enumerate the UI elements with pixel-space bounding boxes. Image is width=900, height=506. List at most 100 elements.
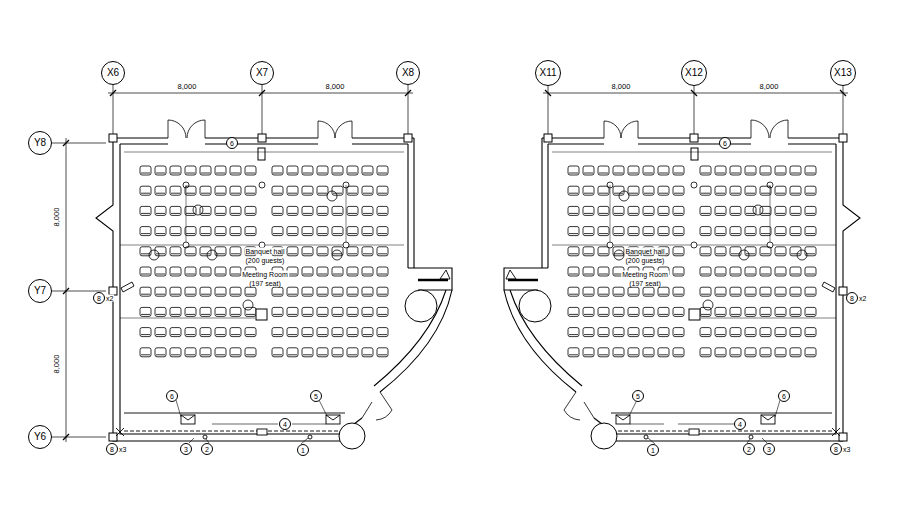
seat-edge bbox=[156, 173, 165, 174]
seat-edge bbox=[216, 233, 225, 234]
seat bbox=[155, 227, 166, 236]
seat-outline bbox=[170, 247, 181, 256]
podium bbox=[256, 309, 267, 320]
seat-outline bbox=[302, 328, 313, 337]
seat bbox=[287, 186, 298, 195]
seat-outline bbox=[317, 307, 328, 316]
seat-edge bbox=[216, 314, 225, 315]
seat-edge bbox=[231, 334, 240, 335]
callout-text: 1 bbox=[301, 447, 305, 454]
seat-edge bbox=[288, 213, 297, 214]
seat-edge bbox=[171, 233, 180, 234]
seat bbox=[377, 227, 388, 236]
seat-edge bbox=[156, 253, 165, 254]
seat bbox=[140, 348, 151, 357]
seat-outline bbox=[347, 247, 358, 256]
seat bbox=[155, 166, 166, 175]
seat bbox=[185, 206, 196, 215]
seat bbox=[200, 328, 211, 337]
seat-edge bbox=[216, 253, 225, 254]
seat-outline bbox=[215, 206, 226, 215]
seat bbox=[347, 186, 358, 195]
seat bbox=[332, 267, 343, 276]
seat-outline bbox=[230, 227, 241, 236]
seat-edge bbox=[246, 354, 255, 355]
seat-outline bbox=[140, 247, 151, 256]
seat-edge bbox=[378, 173, 387, 174]
seat-edge bbox=[348, 253, 357, 254]
seat-edge bbox=[303, 173, 312, 174]
seat-edge bbox=[171, 253, 180, 254]
seat bbox=[155, 267, 166, 276]
callout-text: 3 bbox=[767, 446, 771, 453]
seat bbox=[272, 348, 283, 357]
seat-outline bbox=[287, 348, 298, 357]
seat-edge bbox=[171, 274, 180, 275]
seat-edge bbox=[156, 354, 165, 355]
grid-bubble: X11 bbox=[535, 60, 561, 86]
seat-outline bbox=[362, 206, 373, 215]
seat-edge bbox=[333, 193, 342, 194]
seat bbox=[272, 287, 283, 296]
seat-edge bbox=[273, 354, 282, 355]
seat-outline bbox=[170, 206, 181, 215]
seat-edge bbox=[246, 294, 255, 295]
seat bbox=[170, 348, 181, 357]
seat-outline bbox=[362, 328, 373, 337]
seat-edge bbox=[156, 274, 165, 275]
seat-edge bbox=[333, 354, 342, 355]
seat-outline bbox=[155, 186, 166, 195]
seat-outline bbox=[200, 166, 211, 175]
seat bbox=[140, 267, 151, 276]
seat-edge bbox=[303, 354, 312, 355]
seat bbox=[155, 348, 166, 357]
seat-outline bbox=[377, 206, 388, 215]
seat-edge bbox=[378, 253, 387, 254]
seat bbox=[347, 328, 358, 337]
seat bbox=[287, 166, 298, 175]
seat-edge bbox=[246, 213, 255, 214]
seat-edge bbox=[246, 334, 255, 335]
seat-edge bbox=[363, 213, 372, 214]
seat bbox=[185, 227, 196, 236]
seat bbox=[302, 186, 313, 195]
seat-edge bbox=[273, 334, 282, 335]
seat-outline bbox=[302, 307, 313, 316]
grid-bubble: X6 bbox=[101, 61, 125, 85]
seat bbox=[215, 247, 226, 256]
seat-outline bbox=[347, 287, 358, 296]
seat-outline bbox=[377, 287, 388, 296]
seat-outline bbox=[215, 287, 226, 296]
seat bbox=[170, 287, 181, 296]
seat bbox=[317, 307, 328, 316]
seat bbox=[377, 247, 388, 256]
seat-edge bbox=[201, 274, 210, 275]
seat bbox=[317, 247, 328, 256]
quantity-text: x2 bbox=[858, 295, 867, 302]
seat-edge bbox=[303, 294, 312, 295]
seat-edge bbox=[303, 213, 312, 214]
seat bbox=[287, 227, 298, 236]
seat bbox=[347, 227, 358, 236]
leader-line bbox=[176, 400, 327, 444]
room-label: Banquet hall bbox=[245, 248, 286, 255]
seat-edge bbox=[186, 193, 195, 194]
seat-edge bbox=[156, 314, 165, 315]
seat-outline bbox=[332, 186, 343, 195]
seat-edge bbox=[186, 354, 195, 355]
seat bbox=[140, 328, 151, 337]
seat-outline bbox=[347, 307, 358, 316]
seat bbox=[200, 287, 211, 296]
seat-edge bbox=[288, 334, 297, 335]
seat bbox=[185, 267, 196, 276]
seat-outline bbox=[215, 186, 226, 195]
seat bbox=[302, 328, 313, 337]
seat bbox=[140, 186, 151, 195]
seat bbox=[140, 206, 151, 215]
seat-edge bbox=[318, 274, 327, 275]
callout-number: 1 bbox=[647, 444, 659, 456]
column bbox=[109, 134, 412, 441]
seat bbox=[170, 206, 181, 215]
seat-edge bbox=[288, 354, 297, 355]
seat bbox=[272, 186, 283, 195]
